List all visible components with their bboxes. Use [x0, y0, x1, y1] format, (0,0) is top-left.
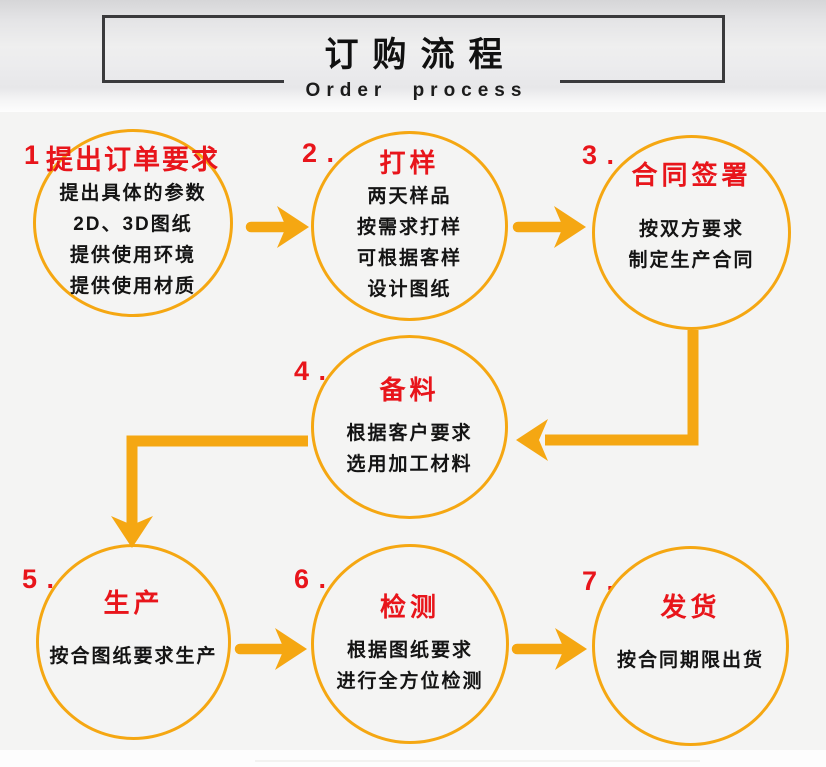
step-7-circle: 发货 按合同期限出货	[592, 546, 789, 746]
step-3-number: 3 .	[582, 140, 616, 170]
step-5-number: 5 .	[22, 564, 56, 594]
step-6-title: 检测	[379, 591, 440, 622]
step-3-circle: 合同签署 按双方要求 制定生产合同	[592, 135, 791, 330]
step-4-circle: 备料 根据客户要求 选用加工材料	[311, 335, 508, 519]
step-3-detail-line: 制定生产合同	[628, 249, 755, 271]
step-1-detail-line: 提供使用材质	[69, 275, 196, 297]
title-box-border-left-segment	[102, 80, 284, 83]
step-4-detail-line: 选用加工材料	[346, 453, 473, 475]
step-5-title: 生产	[103, 588, 164, 618]
step-2-detail-line: 可根据客样	[356, 247, 462, 269]
step-2-number: 2 .	[302, 138, 336, 168]
step-6-detail-line: 进行全方位检测	[336, 670, 484, 692]
step-4-number: 4 .	[294, 356, 328, 386]
page-title: 订购流程	[324, 36, 517, 74]
step-6-circle: 检测 根据图纸要求 进行全方位检测	[311, 544, 509, 744]
bottom-divider	[255, 760, 700, 762]
step-7-detail-line: 按合同期限出货	[616, 650, 764, 671]
step-1-title: 提出订单要求	[46, 144, 220, 175]
step-2-circle: 打样 两天样品 按需求打样 可根据客样 设计图纸	[311, 131, 508, 321]
step-4-title: 备料	[379, 374, 440, 405]
step-7-title: 发货	[660, 592, 721, 622]
step-1-detail-line: 2D、3D图纸	[73, 213, 193, 235]
title-box-border-right-segment	[560, 80, 725, 83]
step-6-detail-line: 根据图纸要求	[346, 639, 473, 661]
header-band	[0, 0, 826, 112]
step-4-detail-line: 根据客户要求	[346, 422, 473, 444]
step-5-detail-line: 按合图纸要求生产	[49, 646, 218, 667]
title-box: 订购流程 Order process	[102, 15, 725, 101]
step-3-detail-line: 按双方要求	[638, 218, 744, 240]
step-1-detail-line: 提供使用环境	[69, 244, 196, 266]
step-3-title: 合同签署	[631, 159, 752, 190]
step-2-detail-line: 两天样品	[367, 185, 452, 207]
page-subtitle: Order process	[305, 80, 528, 101]
step-1-circle: 提出订单要求 提出具体的参数 2D、3D图纸 提供使用环境 提供使用材质	[33, 129, 233, 317]
bottom-strip	[0, 750, 826, 767]
step-5-circle: 生产 按合图纸要求生产	[36, 544, 231, 740]
step-2-title: 打样	[379, 147, 440, 178]
step-6-number: 6 .	[294, 564, 328, 594]
step-2-detail-line: 按需求打样	[356, 216, 462, 238]
step-1-detail-line: 提出具体的参数	[59, 182, 207, 204]
step-2-detail-line: 设计图纸	[367, 278, 452, 300]
step-1-number: 1 .	[24, 140, 58, 170]
